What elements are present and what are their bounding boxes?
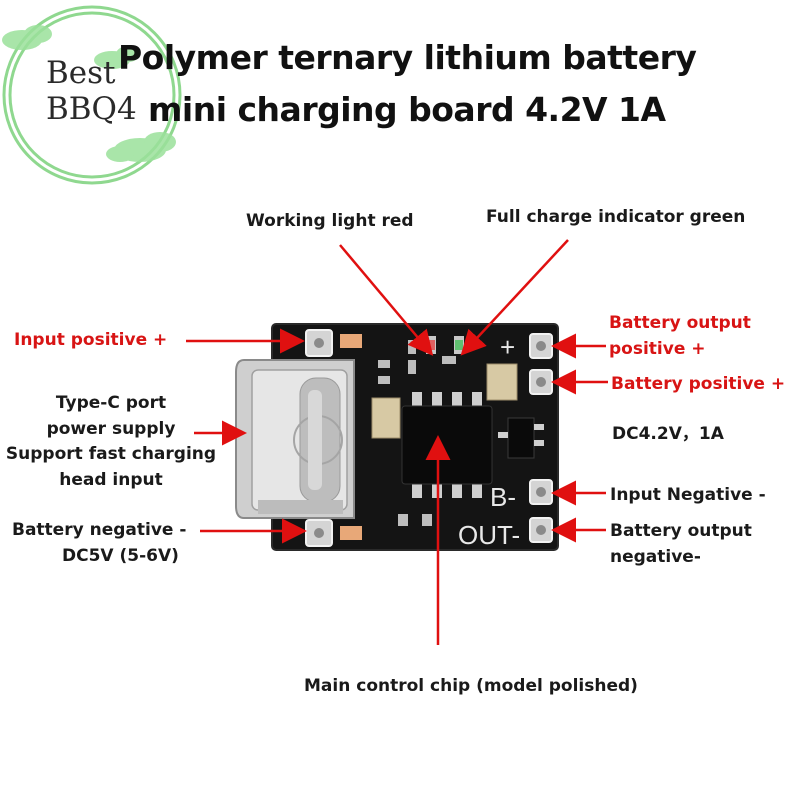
led-green-icon <box>454 336 464 354</box>
label-battery-output-positive-1: Battery output <box>609 313 751 333</box>
label-battery-positive: Battery positive + <box>611 374 786 394</box>
watermark-logo: Best BBQ4 <box>0 0 230 190</box>
label-working-light: Working light red <box>246 211 414 231</box>
watermark-text-bbq4: BBQ4 <box>46 91 137 127</box>
silk-bminus: B- <box>490 482 516 512</box>
label-input-negative: Input Negative - <box>610 485 766 505</box>
label-type-c-1: Type-C port <box>55 393 167 413</box>
watermark-cloud-icon <box>2 5 182 185</box>
page-title-line1: Polymer ternary lithium battery <box>118 38 697 77</box>
label-type-c-2: power supply <box>46 419 176 439</box>
led-red-icon <box>426 336 436 354</box>
label-battery-output-positive-2: positive + <box>609 339 706 359</box>
arrow-full-charge <box>460 239 569 356</box>
label-battery-output-negative-1: Battery output <box>610 521 752 541</box>
label-full-charge: Full charge indicator green <box>486 207 746 227</box>
label-input-positive: Input positive + <box>14 330 168 350</box>
silk-out: OUT- <box>458 520 520 550</box>
label-battery-negative: Battery negative - <box>12 520 187 540</box>
page-title-line2: mini charging board 4.2V 1A <box>148 90 666 129</box>
arrow-working-light <box>339 244 434 356</box>
main-control-chip-icon <box>401 392 493 498</box>
label-main-chip: Main control chip (model polished) <box>304 676 638 696</box>
label-dc-spec: DC4.2V，1A <box>612 424 724 444</box>
label-dc5v: DC5V (5-6V) <box>62 546 179 566</box>
type-c-port-icon <box>235 359 355 519</box>
label-type-c-3: Support fast charging <box>5 444 217 464</box>
label-type-c-4: head input <box>59 470 163 490</box>
watermark-text-best: Best <box>46 55 116 91</box>
silk-plus: + <box>500 332 515 362</box>
label-battery-output-negative-2: negative- <box>610 547 701 567</box>
